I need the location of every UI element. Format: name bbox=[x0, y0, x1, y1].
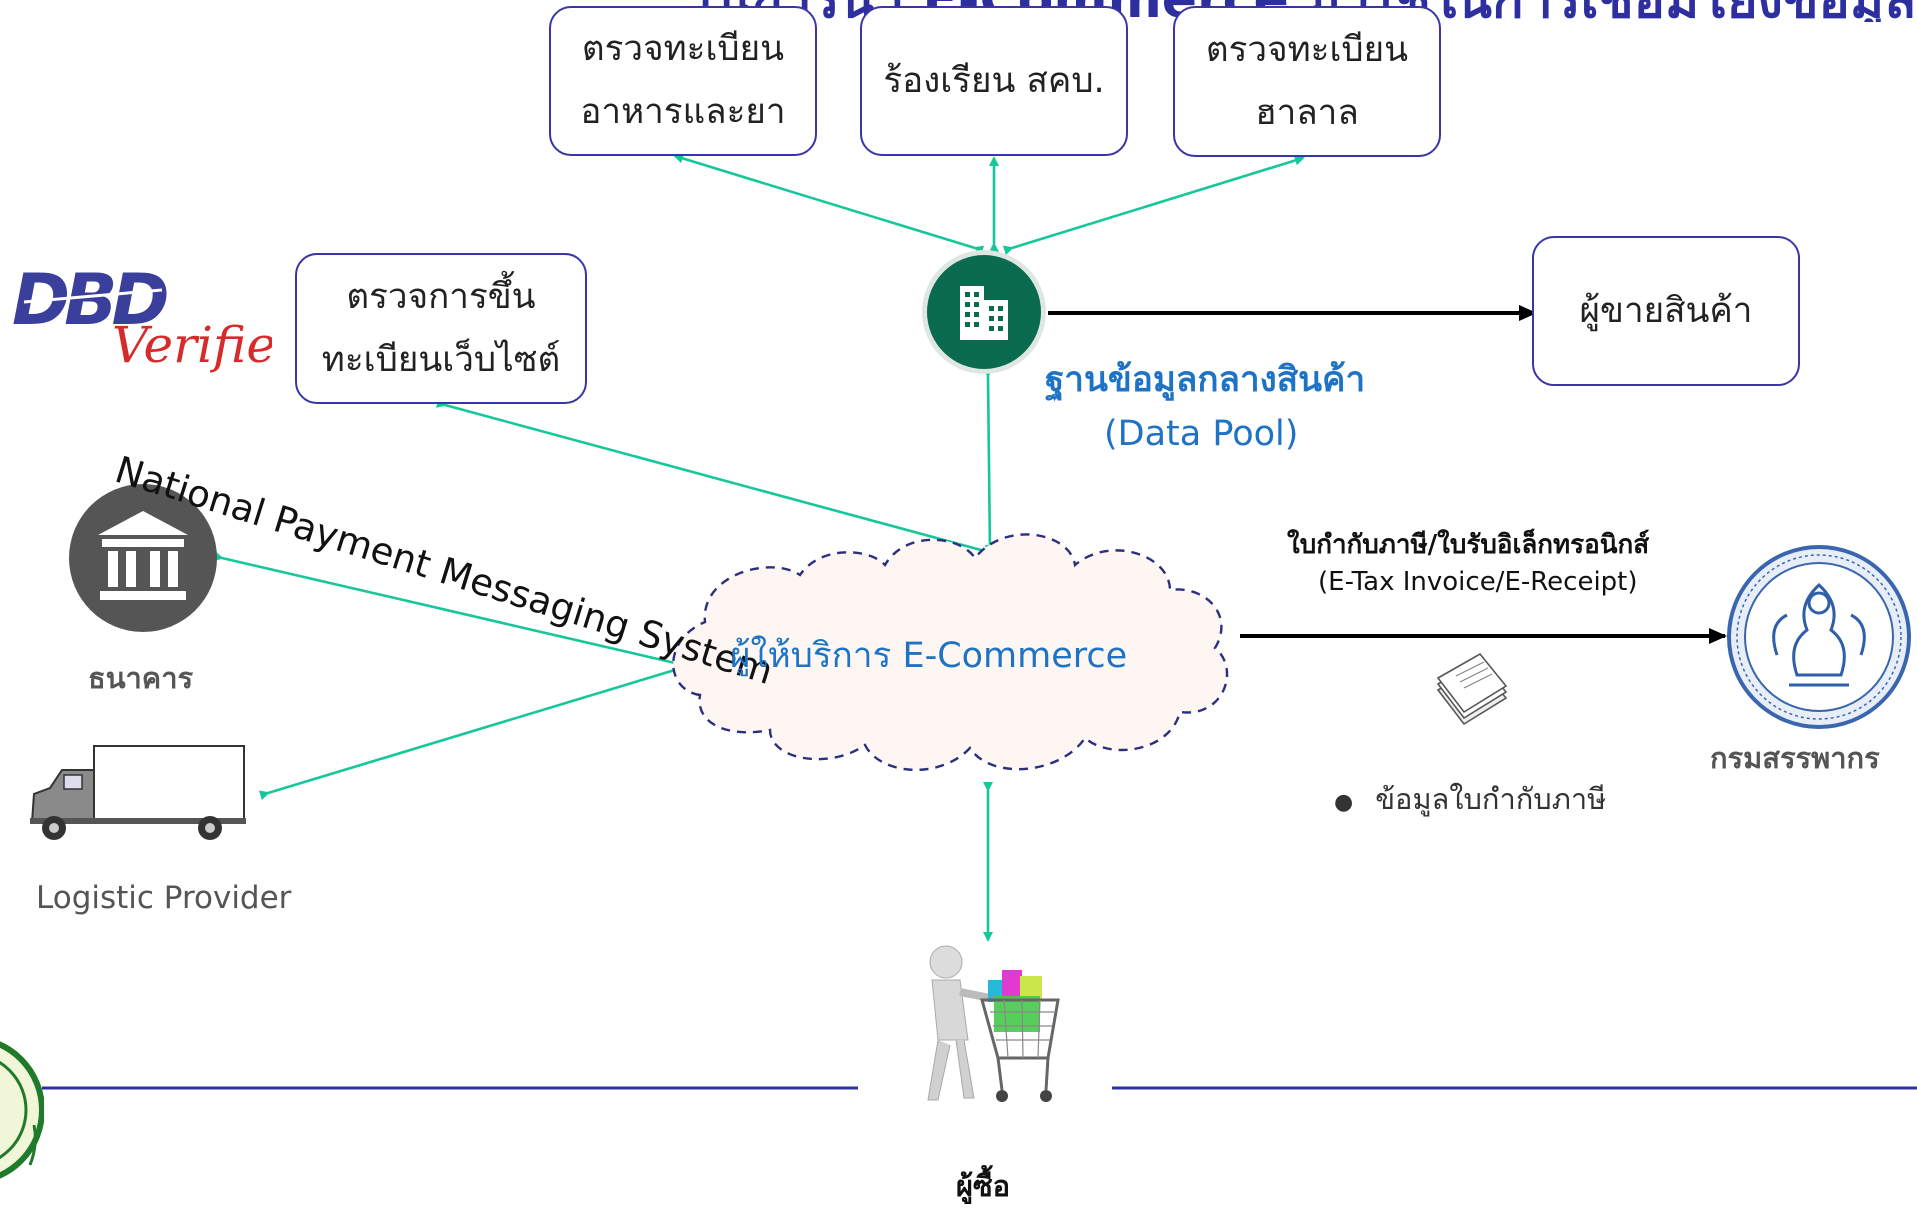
building-icon bbox=[922, 250, 1046, 374]
e-tax-sublabel: (E-Tax Invoice/E-Receipt) bbox=[1318, 567, 1638, 597]
arrow-datapool-fooddrug bbox=[673, 153, 985, 256]
box-seller-label: ผู้ขายสินค้า bbox=[1579, 290, 1753, 331]
ecommerce-provider-label: ผู้ให้บริการ E-Commerce bbox=[730, 636, 1128, 676]
logistic-provider-label: Logistic Provider bbox=[36, 880, 292, 916]
arrow-bank-ecommerce bbox=[213, 551, 690, 670]
box-halal-line2: ฮาลาล bbox=[1255, 92, 1359, 133]
data-pool-label: ฐานข้อมูลกลางสินค้า bbox=[1045, 360, 1366, 400]
arrow-datapool-ecommerce bbox=[982, 367, 995, 555]
svg-text:Verified: Verified bbox=[112, 316, 272, 374]
revenue-department-seal-icon bbox=[1727, 545, 1911, 729]
data-pool-sublabel: (Data Pool) bbox=[1104, 414, 1299, 454]
tax-bullet-item: ● ข้อมูลใบกำกับภาษี bbox=[1334, 776, 1606, 822]
arrow-website-ecommerce bbox=[435, 398, 994, 556]
arrow-datapool-halal bbox=[1002, 155, 1305, 256]
revenue-department-label: กรมสรรพากร bbox=[1710, 741, 1880, 775]
box-food-drug-line1: ตรวจทะเบียน bbox=[581, 29, 785, 69]
agency-logo-icon bbox=[0, 1041, 44, 1179]
dbd-verified-logo: DBD Verified bbox=[12, 262, 272, 374]
truck-icon bbox=[30, 745, 246, 840]
box-seller: ผู้ขายสินค้า bbox=[1532, 236, 1800, 386]
arrow-logistic-ecommerce bbox=[258, 663, 690, 801]
box-food-drug-registration: ตรวจทะเบียนอาหารและยา bbox=[549, 6, 817, 156]
box-ocpb-line1: ร้องเรียน สคบ. bbox=[883, 60, 1105, 101]
box-food-drug-line2: อาหารและยา bbox=[580, 92, 786, 132]
bank-label: ธนาคาร bbox=[88, 661, 194, 695]
shopper-cart-icon bbox=[927, 945, 1060, 1102]
e-tax-label: ใบกำกับภาษี/ใบรับอิเล็กทรอนิกส์ bbox=[1287, 530, 1650, 560]
documents-icon bbox=[1436, 652, 1508, 726]
box-website-line1: ตรวจการขึ้น bbox=[346, 276, 536, 317]
box-website-line2: ทะเบียนเว็บไซต์ bbox=[321, 339, 561, 380]
tax-bullet-text: ข้อมูลใบกำกับภาษี bbox=[1375, 782, 1607, 816]
box-halal-registration: ตรวจทะเบียนฮาลาล bbox=[1173, 6, 1441, 157]
bullet-icon: ● bbox=[1334, 790, 1354, 815]
bank-icon bbox=[69, 484, 217, 632]
buyer-label: ผู้ซื้อ bbox=[956, 1169, 1011, 1203]
box-website-registration: ตรวจการขึ้นทะเบียนเว็บไซต์ bbox=[295, 253, 587, 404]
box-ocpb-complaint: ร้องเรียน สคบ. bbox=[860, 6, 1128, 156]
ecommerce-cloud bbox=[672, 533, 1229, 771]
box-halal-line1: ตรวจทะเบียน bbox=[1205, 29, 1409, 70]
